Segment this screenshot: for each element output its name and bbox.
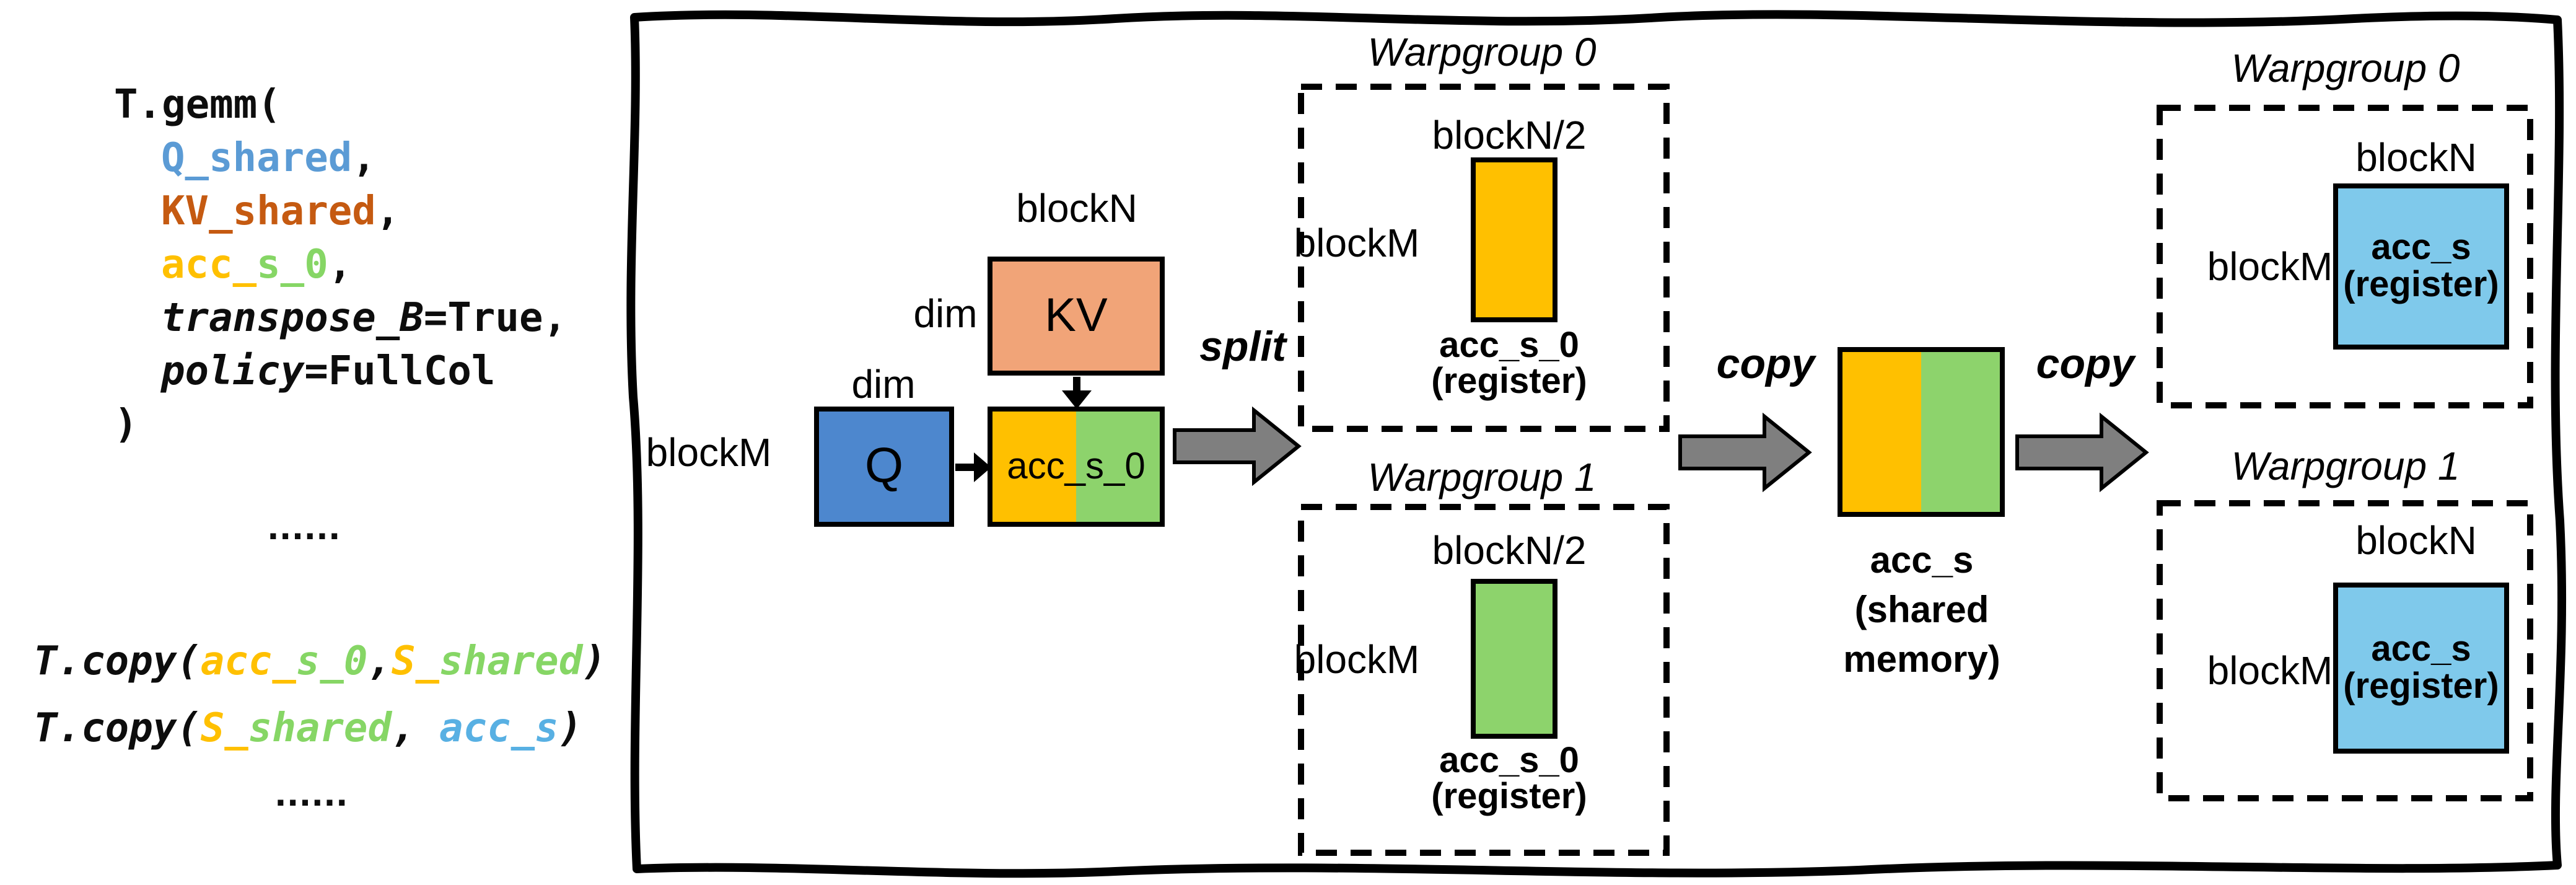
mid-warpgroup0-dashed-box bbox=[1298, 84, 1670, 432]
token-close-paren: ) bbox=[114, 400, 138, 447]
token-s-shared-gold: S_ bbox=[391, 637, 440, 684]
right-wg1-tensor-loc: (register) bbox=[2343, 667, 2499, 707]
right-warpgroup1-dashed-box bbox=[2157, 500, 2533, 801]
right-warpgroup0-title: Warpgroup 0 bbox=[2231, 46, 2460, 90]
right-wg0-tensor-name: acc_s bbox=[2371, 228, 2471, 268]
code-line-gemm-open: T.gemm( bbox=[114, 78, 281, 131]
dim-label-q: dim bbox=[851, 362, 916, 407]
token-acc-s0-green: s_0 bbox=[296, 637, 368, 684]
mid-wg1-acc-s0-bar bbox=[1471, 579, 1557, 739]
token-comma: , bbox=[367, 637, 392, 684]
right-wg1-tensor-name: acc_s bbox=[2371, 630, 2471, 669]
code-line-q-arg: Q_shared, bbox=[161, 131, 376, 185]
container-border bbox=[626, 10, 2567, 878]
kv-to-acc-arrow bbox=[1062, 377, 1092, 409]
shared-tensor-loc1: (shared bbox=[1854, 590, 1989, 631]
code-line-kv-arg: KV_shared, bbox=[161, 185, 400, 238]
mid-wg0-tensor-loc: (register) bbox=[1431, 362, 1587, 402]
token-policy-kw: policy bbox=[161, 347, 305, 394]
mid-wg1-block-m-label: blockM bbox=[1294, 637, 1420, 682]
right-wg0-block-n-label: blockN bbox=[2355, 135, 2477, 180]
token-gemm-fn: T.gemm( bbox=[114, 81, 281, 128]
token-policy-val: =FullCol bbox=[304, 347, 496, 394]
mid-wg0-caption: acc_s_0 (register) bbox=[1431, 328, 1587, 400]
code-ellipsis-top: ...... bbox=[268, 503, 341, 548]
token-comma: , bbox=[328, 240, 353, 288]
token-transpose-kw: transpose_B bbox=[161, 294, 424, 341]
token-acc-s0-gold: acc_ bbox=[161, 240, 257, 288]
token-copy-fn: T.copy( bbox=[33, 637, 201, 684]
token-s-shared-green: shared bbox=[439, 637, 583, 684]
token-comma: , bbox=[352, 134, 376, 181]
code-line-copy1: T.copy(acc_s_0,S_shared) bbox=[33, 635, 607, 688]
code-line-acc-arg: acc_s_0, bbox=[161, 238, 352, 291]
kv-box: KV bbox=[988, 257, 1165, 376]
token-kv-shared: KV_shared bbox=[161, 187, 376, 234]
token-transpose-val: =True, bbox=[423, 294, 567, 341]
copy-arrow-1 bbox=[1678, 412, 1812, 493]
mid-wg1-block-n-half-label: blockN/2 bbox=[1432, 528, 1587, 573]
token-acc-s: acc_s bbox=[439, 704, 559, 751]
q-to-acc-arrow bbox=[955, 452, 991, 482]
token-s-shared-gold: S_ bbox=[200, 704, 248, 751]
copy-label-1: copy bbox=[1716, 341, 1815, 388]
right-wg1-acc-s-square: acc_s (register) bbox=[2333, 583, 2509, 754]
token-comma: , bbox=[375, 187, 400, 234]
token-close-paren: ) bbox=[582, 637, 607, 684]
mid-wg1-caption: acc_s_0 (register) bbox=[1431, 741, 1587, 817]
token-q-shared: Q_shared bbox=[161, 134, 353, 181]
code-line-copy2: T.copy(S_shared, acc_s) bbox=[33, 702, 582, 755]
token-copy-fn: T.copy( bbox=[33, 704, 201, 751]
copy-label-2: copy bbox=[2036, 341, 2135, 388]
mid-wg1-tensor-loc: (register) bbox=[1431, 777, 1587, 817]
shared-caption: acc_s (shared memory) bbox=[1843, 537, 2000, 685]
acc-s0-box-label: acc_s_0 bbox=[1007, 446, 1146, 487]
split-label: split bbox=[1199, 324, 1286, 371]
token-acc-s0-green: s_0 bbox=[256, 240, 328, 288]
mid-wg0-acc-s0-bar bbox=[1471, 157, 1557, 322]
token-comma: , bbox=[391, 704, 440, 751]
right-wg0-block-m-label: blockM bbox=[2207, 244, 2333, 289]
shared-tensor-loc2: memory) bbox=[1843, 640, 2000, 680]
token-s-shared-green: shared bbox=[248, 704, 392, 751]
acc-s-shared-box bbox=[1838, 347, 2005, 517]
block-m-label-q: blockM bbox=[646, 430, 772, 475]
mid-warpgroup0-title: Warpgroup 0 bbox=[1367, 30, 1597, 74]
code-line-transpose: transpose_B=True, bbox=[161, 291, 567, 345]
right-wg0-tensor-loc: (register) bbox=[2343, 265, 2499, 305]
split-arrow bbox=[1173, 406, 1302, 487]
code-line-gemm-close: ) bbox=[114, 398, 138, 451]
mid-wg0-block-n-half-label: blockN/2 bbox=[1432, 113, 1587, 157]
mid-warpgroup1-dashed-box bbox=[1298, 504, 1670, 856]
mid-wg1-tensor-name: acc_s_0 bbox=[1439, 741, 1579, 781]
dim-label-kv: dim bbox=[913, 291, 978, 336]
copy-arrow-2 bbox=[2015, 412, 2149, 493]
right-warpgroup1-title: Warpgroup 1 bbox=[2231, 444, 2460, 488]
right-wg1-block-m-label: blockM bbox=[2207, 648, 2333, 693]
q-box-label: Q bbox=[864, 439, 904, 493]
block-n-label-kv: blockN bbox=[1016, 186, 1137, 231]
code-line-policy: policy=FullCol bbox=[161, 345, 495, 398]
acc-s0-box: acc_s_0 bbox=[988, 407, 1165, 527]
token-close-paren: ) bbox=[558, 704, 583, 751]
shared-tensor-name: acc_s bbox=[1870, 540, 1974, 581]
mid-warpgroup1-title: Warpgroup 1 bbox=[1367, 455, 1597, 500]
right-warpgroup0-dashed-box bbox=[2157, 105, 2533, 408]
right-wg0-acc-s-square: acc_s (register) bbox=[2333, 183, 2509, 350]
mid-wg0-block-m-label: blockM bbox=[1294, 221, 1420, 265]
token-acc-s0-gold: acc_ bbox=[200, 637, 296, 684]
right-wg1-block-n-label: blockN bbox=[2355, 518, 2477, 563]
code-ellipsis-bottom: ...... bbox=[275, 770, 349, 814]
kv-box-label: KV bbox=[1045, 289, 1108, 341]
mid-wg0-tensor-name: acc_s_0 bbox=[1439, 326, 1579, 366]
q-box: Q bbox=[814, 407, 954, 527]
